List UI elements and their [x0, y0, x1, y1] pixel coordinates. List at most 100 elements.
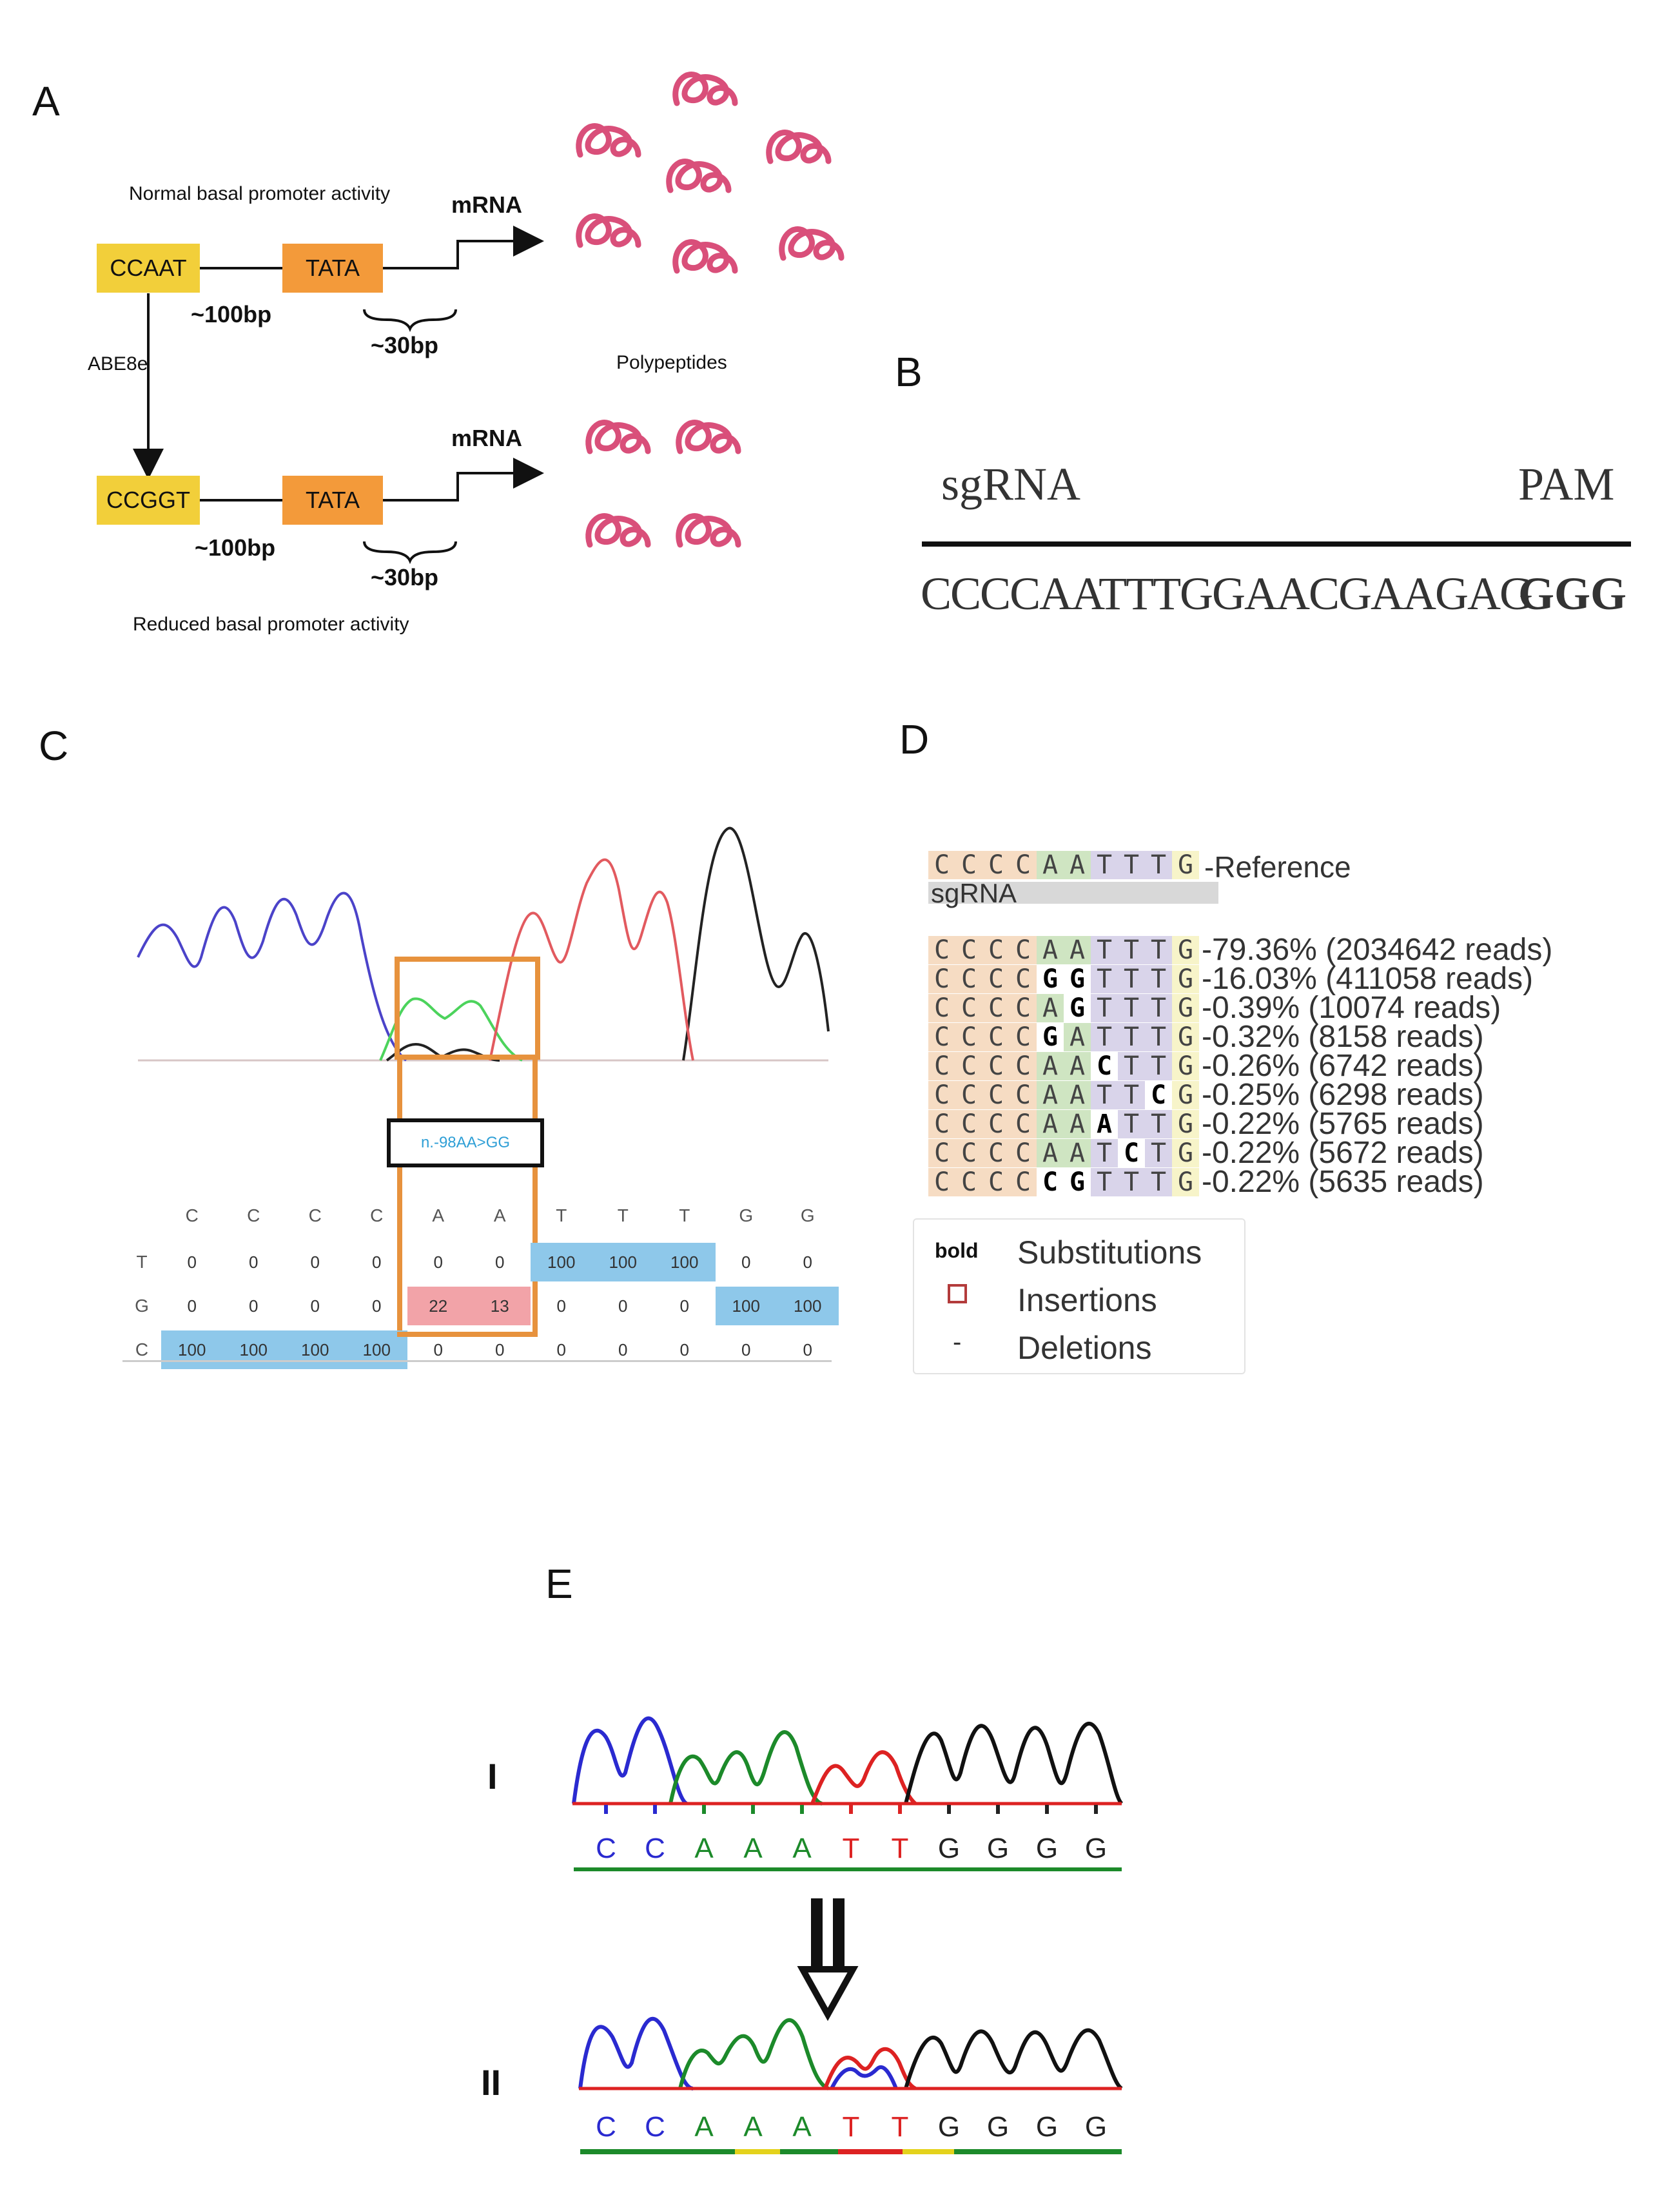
count-cell: 0	[679, 1296, 689, 1316]
allele-base: G	[1172, 994, 1199, 1022]
allele-base: G	[1172, 1139, 1199, 1167]
polypeptide-icon	[679, 516, 738, 545]
allele-frequency-text: 0.22% (5765 reads)	[1211, 1107, 1484, 1141]
base-call: G	[1085, 2111, 1107, 2143]
legend-substitutions: Substitutions	[1017, 1234, 1202, 1271]
allele-base: T	[1091, 936, 1118, 964]
trace-ii-black	[904, 2028, 1123, 2090]
allele-base: G	[1172, 1052, 1199, 1080]
ccggt-box-label: CCGGT	[106, 487, 190, 513]
polypeptide-icon	[589, 423, 648, 451]
row-label-ii: II	[481, 2062, 501, 2103]
allele-base: T	[1091, 1023, 1118, 1051]
allele-frequency-label: -0.26% (6742 reads)	[1202, 1049, 1484, 1083]
count-cell: 22	[407, 1287, 469, 1325]
count-cell: 0	[741, 1340, 751, 1359]
allele-base: A	[1064, 851, 1091, 879]
ccggt-box	[97, 476, 200, 525]
mutation-label-box: n.-98AA>GG	[387, 1118, 544, 1167]
count-cell: 13	[469, 1287, 531, 1325]
panel-c-chromatogram	[137, 826, 830, 1062]
allele-base: C	[928, 1110, 955, 1138]
allele-base: C	[982, 936, 1010, 964]
highlight-box-connector	[532, 1057, 538, 1334]
allele-base: G	[1037, 1023, 1064, 1051]
allele-base: A	[1037, 936, 1064, 964]
count-cell: 0	[433, 1340, 443, 1359]
allele-base: T	[1145, 994, 1172, 1022]
count-cell: 0	[556, 1296, 566, 1316]
base-call: G	[938, 1833, 960, 1864]
distance-30-bottom: ~30bp	[371, 564, 438, 590]
base-header: C	[370, 1205, 384, 1225]
count-cell: 0	[249, 1252, 259, 1272]
allele-base: A	[1037, 994, 1064, 1022]
allele-base: C	[1010, 1081, 1037, 1109]
polypeptides-label: Polypeptides	[616, 352, 727, 373]
base-header: C	[308, 1205, 322, 1225]
allele-base: A	[1037, 1139, 1064, 1167]
base-call: G	[1085, 1833, 1107, 1864]
allele-base: A	[1037, 1081, 1064, 1109]
allele-base: C	[955, 965, 982, 993]
count-cell: 0	[495, 1340, 505, 1359]
trace-blue	[137, 891, 407, 1062]
editor-label: ABE8e	[88, 353, 148, 375]
allele-base: C	[1010, 965, 1037, 993]
allele-base: C	[1010, 1052, 1037, 1080]
polypeptide-icon	[676, 75, 735, 103]
pam-sequence: GGG	[1518, 568, 1627, 619]
allele-base: G	[1172, 1023, 1199, 1051]
count-cell: 0	[803, 1252, 812, 1272]
allele-base: T	[1145, 851, 1172, 879]
count-cell: 0	[310, 1252, 320, 1272]
allele-base: C	[955, 1139, 982, 1167]
allele-base: A	[1064, 936, 1091, 964]
polypeptide-icon	[589, 516, 648, 545]
polypeptide-icon	[679, 423, 738, 451]
count-cell: 100	[654, 1243, 716, 1281]
base-call: G	[938, 2111, 960, 2143]
trace-ii-blue	[578, 2016, 898, 2090]
allele-base: T	[1145, 1052, 1172, 1080]
allele-base: C	[955, 1081, 982, 1109]
highlight-box-trace	[395, 957, 540, 1060]
allele-frequency-label: -0.32% (8158 reads)	[1202, 1020, 1484, 1054]
reference-label: -Reference	[1204, 850, 1351, 884]
trace-green	[379, 997, 523, 1062]
highlight-box-bottom	[397, 1332, 538, 1337]
count-cell: 0	[433, 1252, 443, 1272]
allele-base: C	[1010, 851, 1037, 879]
row-base-label: G	[135, 1296, 149, 1316]
allele-frequency-label: -79.36% (2034642 reads)	[1202, 933, 1553, 967]
count-cell: 0	[679, 1340, 689, 1359]
allele-base: C	[928, 1052, 955, 1080]
base-call: A	[792, 1833, 812, 1864]
allele-base: T	[1118, 1081, 1145, 1109]
base-call: G	[987, 2111, 1009, 2143]
base-header: C	[247, 1205, 260, 1225]
allele-base: G	[1172, 1081, 1199, 1109]
allele-frequency-text: 0.22% (5635 reads)	[1211, 1165, 1484, 1199]
base-header: T	[617, 1205, 629, 1225]
allele-base: C	[955, 1110, 982, 1138]
legend-deletions-key: -	[953, 1328, 962, 1356]
allele-base: T	[1118, 1052, 1145, 1080]
allele-base: T	[1118, 965, 1145, 993]
trace-ii-green	[678, 2018, 830, 2090]
trace-i-red	[810, 1750, 917, 1806]
allele-base: C	[982, 1139, 1010, 1167]
base-header: A	[493, 1205, 506, 1225]
base-header: C	[185, 1205, 199, 1225]
allele-frequency-text: 0.32% (8158 reads)	[1211, 1020, 1484, 1054]
panel-label-d: D	[899, 716, 930, 763]
allele-base: G	[1064, 994, 1091, 1022]
